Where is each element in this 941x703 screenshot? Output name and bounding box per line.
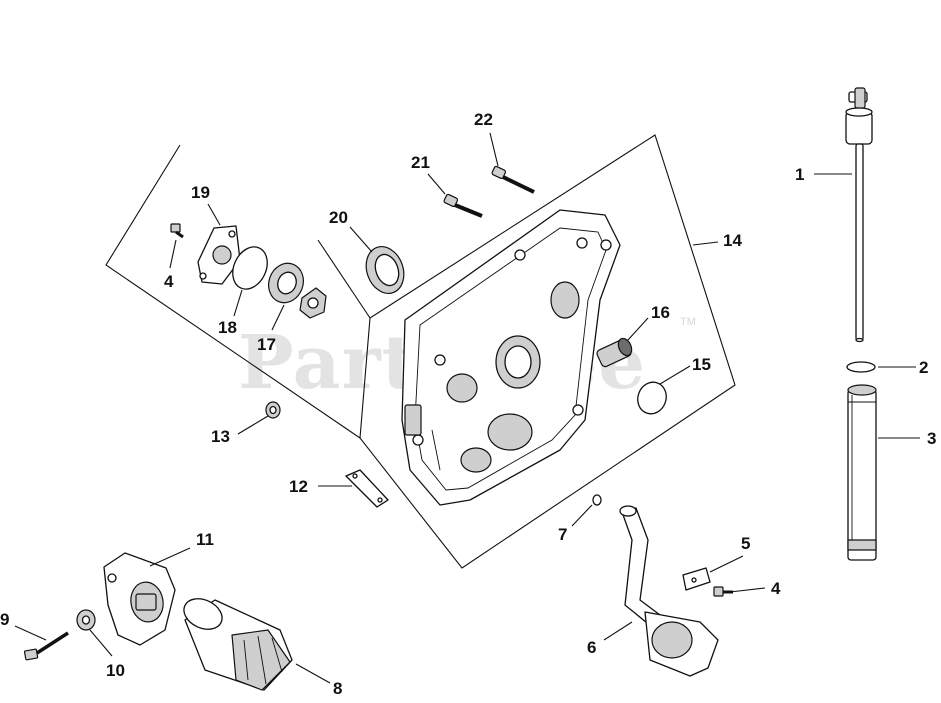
frame-left-bracket [105,144,361,439]
callout-5: 5 [741,534,750,553]
callout-14: 14 [723,231,742,250]
callout-16: 16 [651,303,670,322]
part-gasket [345,469,389,508]
frame-inner-line [317,239,371,319]
part-oring-18 [232,246,268,290]
callout-1: 1 [795,165,804,184]
callout-4a: 4 [164,272,174,291]
callout-18: 18 [218,318,237,337]
callout-11: 11 [196,530,214,549]
part-screw-22 [491,165,535,194]
callout-17: 17 [257,335,276,354]
callout-19: 19 [191,183,210,202]
callout-3: 3 [927,429,936,448]
callout-4b: 4 [771,579,781,598]
callout-20: 20 [329,208,348,227]
part-screw-21 [443,193,483,218]
callout-13: 13 [211,427,230,446]
part-dipstick [845,87,873,343]
watermark-trademark: TM [680,316,696,328]
callout-7: 7 [558,525,567,544]
callout-15: 15 [692,355,711,374]
part-oil-pickup-screen [596,337,633,368]
part-filter-adapter [103,552,176,646]
callout-9: 9 [0,610,9,629]
callout-10: 10 [106,661,125,680]
part-oring-15 [637,381,667,415]
part-oil-seal [365,246,405,294]
leader-lines [14,132,920,684]
part-bolt-4a [170,223,184,239]
callout-2: 2 [919,358,928,377]
group-frame [105,134,736,569]
part-gear-cover [401,209,621,506]
callout-labels: 1 2 3 4 4 5 6 7 8 9 10 11 12 13 14 15 16… [0,110,936,698]
part-bracket [682,567,711,591]
part-oring-7 [592,494,602,506]
part-oil-filter [183,598,293,691]
part-collar [299,287,327,319]
part-oring-2 [846,361,876,373]
part-washer [76,609,96,631]
part-bearing [268,262,304,304]
frame-cover-group [359,134,736,569]
part-oil-pickup-tube [619,505,719,677]
part-dipstick-tube [847,384,877,561]
part-cover-plate [197,225,241,285]
part-nut [265,401,281,419]
callout-12: 12 [289,477,308,496]
callout-8: 8 [333,679,342,698]
callout-6: 6 [587,638,596,657]
callout-22: 22 [474,110,493,129]
callout-21: 21 [411,153,430,172]
part-bolt-9 [23,631,69,661]
